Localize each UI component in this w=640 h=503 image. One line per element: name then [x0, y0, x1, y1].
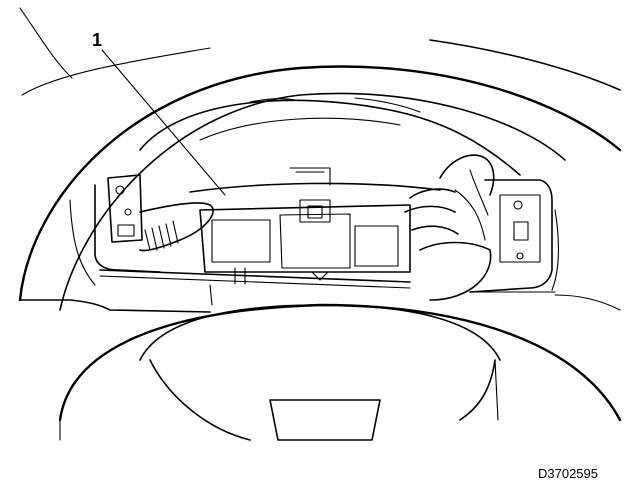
callout-leader-line	[101, 49, 226, 196]
cluster-bottom-rail	[99, 267, 411, 289]
callout-number: 1	[92, 30, 102, 50]
lower-dashboard	[19, 284, 621, 313]
cluster-hood	[139, 97, 521, 176]
steering-wheel	[58, 303, 622, 441]
right-switch-panel	[469, 179, 559, 293]
figure-code: D3702595	[538, 466, 598, 481]
wire-harness-left	[139, 202, 214, 252]
left-switch-panel	[69, 174, 161, 286]
hand-right	[404, 154, 495, 301]
windshield-edge	[19, 7, 211, 96]
instrument-cluster	[189, 167, 441, 273]
